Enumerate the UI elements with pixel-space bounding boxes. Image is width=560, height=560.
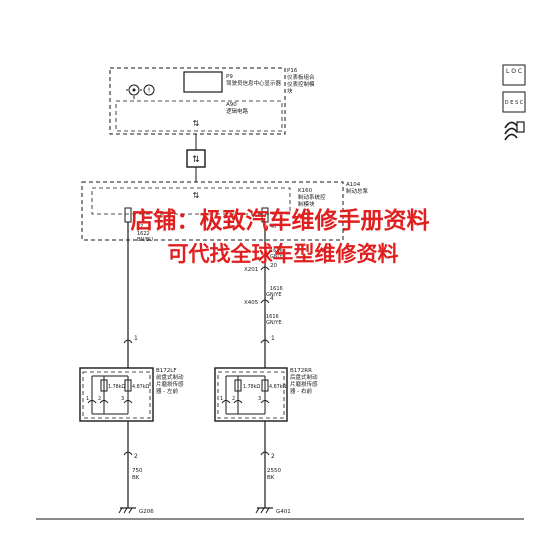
a90-code: A90: [226, 102, 237, 108]
left-sw3: 3: [121, 396, 124, 402]
a104-code: A104: [346, 182, 361, 188]
p9-code: P9: [226, 74, 233, 80]
x201-color: GN/YE: [266, 292, 282, 298]
x201-label: X201: [244, 267, 258, 273]
wire-right-signal: 1616 GN/YE X201 20 1616 GN/YE X405 4 161…: [244, 222, 286, 368]
p16-name-1: 仪表板组合: [287, 73, 315, 81]
legend-desc-icon[interactable]: D E S C: [502, 91, 526, 113]
x201-pin: 20: [270, 263, 277, 269]
data-arrow-icon: ⇅: [192, 155, 200, 165]
left-sensor-code: B172LF: [156, 368, 177, 374]
left-sensor-pin-top: 1: [134, 335, 138, 342]
right-sw1: 1: [220, 396, 223, 402]
k160-left-wire: 1622: [137, 231, 150, 237]
left-ground-wire: 750: [132, 468, 143, 474]
wire-right-ground: 2 2550 BK G401: [255, 421, 291, 515]
left-sensor-name-1: 前盘式制动: [156, 373, 184, 381]
svg-text:!: !: [148, 87, 151, 95]
k160-right-pin: 40: [270, 224, 276, 230]
left-sensor-pin-bottom: 2: [134, 453, 138, 460]
k160-name-1: 制动系统控: [298, 193, 326, 201]
a90-name: 逻辑电路: [226, 107, 249, 115]
module-p16: P16 仪表板组合 仪表控制模 块 P9 驾驶员信息中心显示器 ! A90 逻辑…: [109, 67, 315, 135]
x405-pin: 4: [270, 296, 274, 302]
right-sensor-code: B172RR: [290, 368, 312, 374]
p16-name-3: 块: [287, 87, 293, 95]
right-sensor-pin-top: 1: [271, 335, 275, 342]
serial-data-connector: ⇅: [186, 134, 206, 182]
right-sw2: 2: [232, 396, 235, 402]
module-a104: A104 制动总泵 K160 制动系统控 制模块 ⇅ 22 1622 BN/BU…: [81, 181, 369, 243]
wire-left-signal: 1: [123, 222, 138, 368]
k160-left-pin: 22: [137, 224, 143, 230]
p16-name-2: 仪表控制模: [287, 80, 315, 88]
left-sensor-name-3: 器 - 左前: [156, 387, 178, 395]
a104-name: 制动总泵: [346, 187, 369, 195]
x201-wire: 1616: [270, 286, 283, 292]
left-sw1: 1: [86, 396, 89, 402]
right-ground-label: G401: [276, 509, 291, 515]
p9-name: 驾驶员信息中心显示器: [226, 79, 282, 87]
right-res2: 4.87kΩ: [269, 384, 286, 390]
data-link-icon[interactable]: [504, 121, 525, 141]
ground-icon: [255, 507, 273, 514]
watermark-line-1: 店铺：极致汽车维修手册资料: [131, 207, 430, 234]
data-arrow-icon: ⇅: [193, 191, 200, 200]
wire-left-ground: 2 750 BK G206: [118, 421, 154, 515]
x405-color: GN/YE: [266, 320, 282, 326]
right-sw3: 3: [258, 396, 261, 402]
k160-left-color: BN/BU: [137, 237, 153, 243]
data-arrow-icon: ⇅: [193, 119, 200, 128]
right-sensor-pin-bottom: 2: [271, 453, 275, 460]
right-sensor-name-1: 后盘式制动: [290, 373, 318, 381]
desc-label: D E S C: [505, 100, 524, 106]
left-res2: 4.87kΩ: [132, 384, 149, 390]
sensor-b172rr: B172RR 后盘式制动 片磨损传感 器 - 右前 1.78kΩ 4.87kΩ …: [214, 367, 318, 422]
right-ground-color: BK: [267, 475, 275, 481]
p16-code: P16: [287, 68, 298, 74]
k160-right-color: GN/YE: [270, 254, 286, 260]
right-sensor-name-3: 器 - 右前: [290, 387, 312, 395]
k160-right-wire: 1616: [270, 248, 283, 254]
k160-code: K160: [298, 188, 313, 194]
left-ground-label: G206: [139, 509, 154, 515]
legend-loc-icon[interactable]: L O C: [502, 64, 526, 86]
right-res1: 1.78kΩ: [243, 384, 260, 390]
left-ground-color: BK: [132, 475, 140, 481]
ground-icon: [118, 507, 136, 514]
x405-wire: 1616: [266, 314, 279, 320]
loc-label: L O C: [506, 68, 522, 75]
left-sw2: 2: [98, 396, 101, 402]
right-ground-wire: 2550: [267, 468, 281, 474]
watermark-line-2: 可代找全球车型维修资料: [168, 242, 399, 266]
brake-warning-lamp-icon: !: [126, 84, 155, 99]
k160-name-2: 制模块: [298, 200, 315, 208]
right-sensor-name-2: 片磨损传感: [290, 380, 318, 388]
left-res1: 1.78kΩ: [108, 384, 125, 390]
x405-label: X405: [244, 300, 259, 306]
left-sensor-name-2: 片磨损传感: [156, 380, 184, 388]
sensor-b172lf: B172LF 前盘式制动 片磨损传感 器 - 左前 1.78kΩ 4.87kΩ …: [79, 367, 184, 422]
